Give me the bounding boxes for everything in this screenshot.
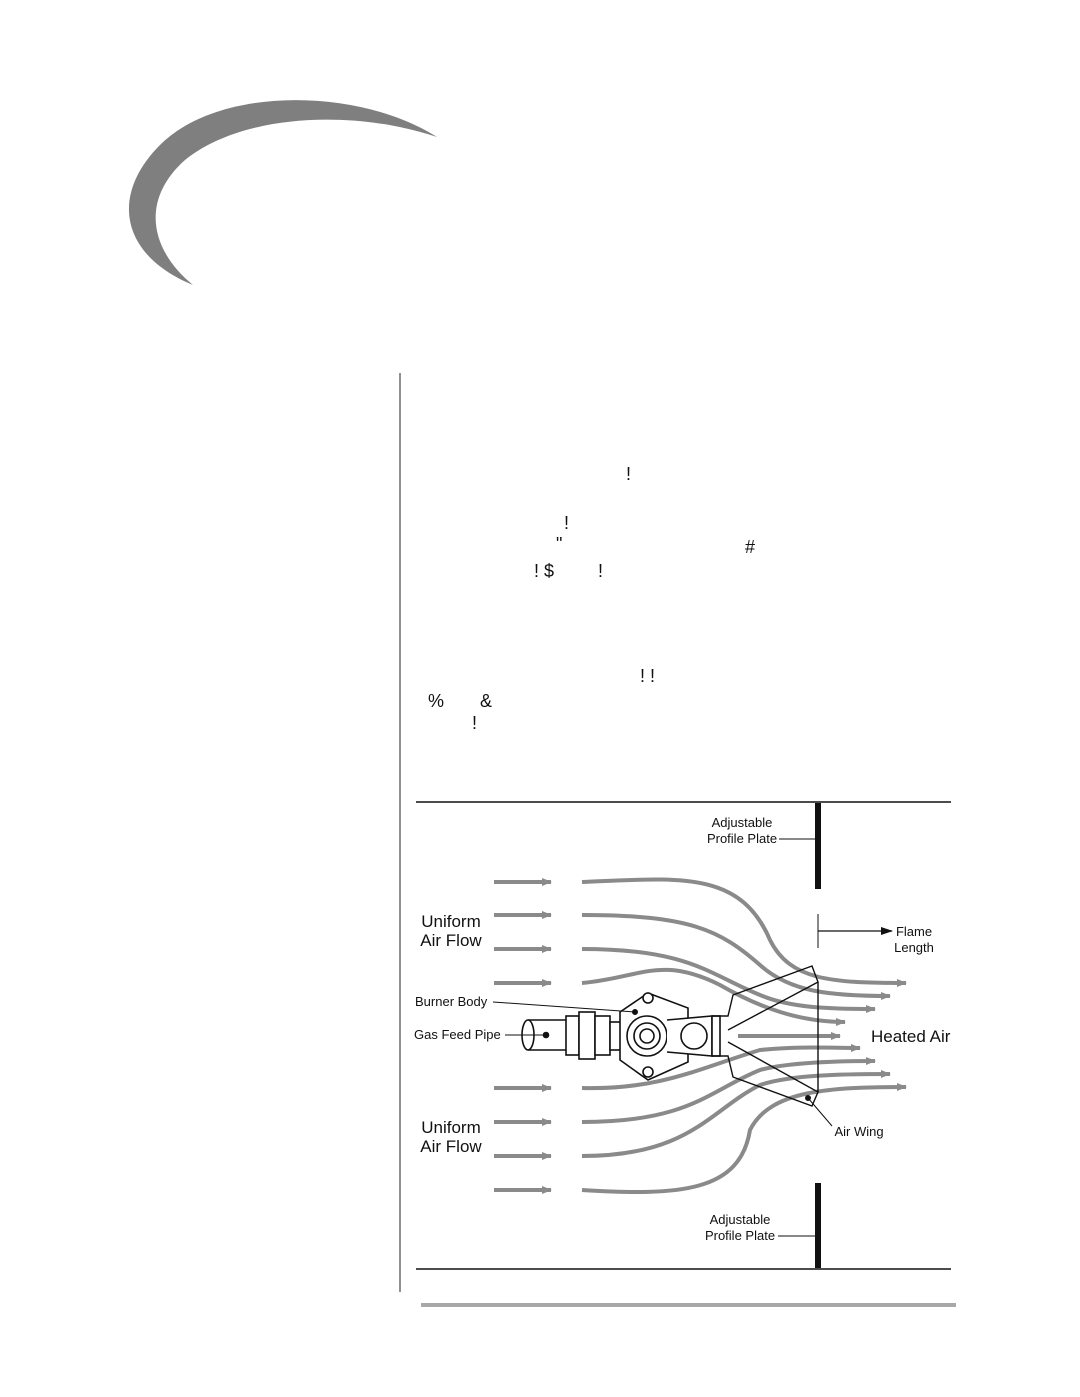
- profile-plate-top-label: Adjustable: [712, 815, 773, 830]
- flow-line: [581, 947, 876, 1013]
- incoming-arrows: [494, 878, 552, 1194]
- flow-line: [581, 913, 891, 1000]
- flow-line: [581, 877, 907, 987]
- profile-plate-top-label: Profile Plate: [707, 831, 777, 846]
- uniform-air-flow-bottom-label: Uniform: [421, 1118, 481, 1137]
- flow-line: [581, 967, 846, 1026]
- air-wing: [712, 965, 819, 1107]
- curved-flow-lines: [581, 877, 907, 1195]
- body-glyph-7: ! !: [640, 666, 656, 686]
- uniform-air-flow-bottom-label: Air Flow: [420, 1137, 482, 1156]
- flow-line: [581, 1043, 861, 1091]
- uniform-air-flow-top-label: Air Flow: [420, 931, 482, 950]
- body-glyph-1: !: [626, 464, 632, 484]
- flow-line: [581, 1070, 891, 1158]
- uniform-air-flow-top-label: Uniform: [421, 912, 481, 931]
- air-wing-label: Air Wing: [834, 1124, 883, 1139]
- body-glyph-2: !: [564, 513, 570, 533]
- profile-plate-bottom-label: Adjustable: [710, 1212, 771, 1227]
- flow-line: [581, 1083, 907, 1195]
- burner-body: [619, 992, 721, 1081]
- body-glyph-4: #: [745, 537, 756, 557]
- heated-air-label: Heated Air: [871, 1027, 951, 1046]
- body-glyph-5: ! $: [534, 561, 555, 581]
- flow-line: [581, 1057, 876, 1124]
- burner-body-label: Burner Body: [415, 994, 488, 1009]
- body-glyph-10: !: [472, 713, 478, 733]
- gas-feed-pipe-label: Gas Feed Pipe: [414, 1027, 501, 1042]
- body-glyph-9: &: [480, 691, 493, 711]
- profile-plate-bottom-label: Profile Plate: [705, 1228, 775, 1243]
- flame-length-label: Length: [894, 940, 934, 955]
- body-glyph-6: !: [598, 561, 604, 581]
- flame-length-label: Flame: [896, 924, 932, 939]
- body-glyph-8: %: [428, 691, 445, 711]
- gas-feed-pipe: [521, 1011, 625, 1060]
- body-glyph-3: ": [556, 534, 563, 554]
